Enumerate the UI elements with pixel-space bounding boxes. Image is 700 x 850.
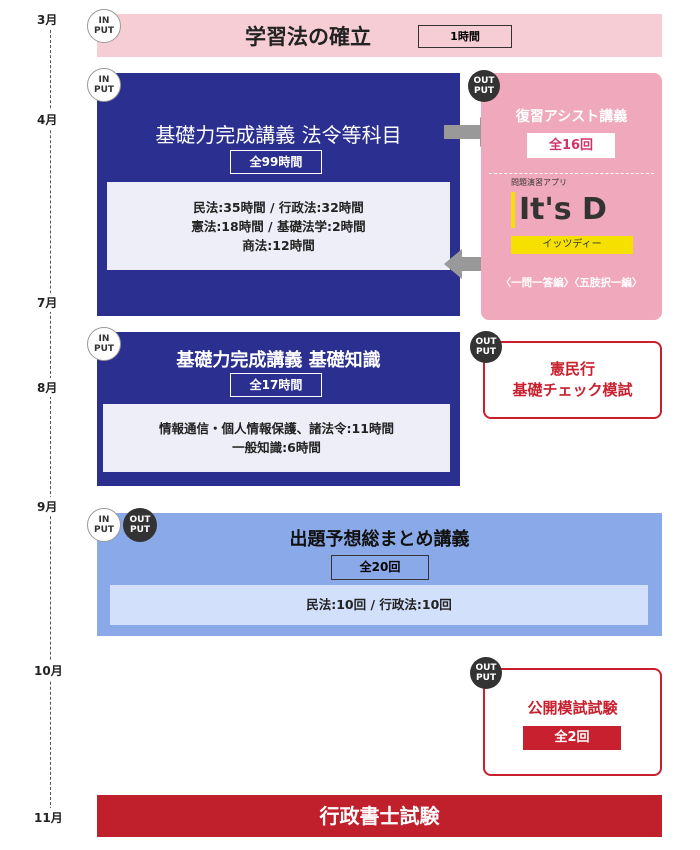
exam-line: 基礎チェック模試 — [512, 381, 633, 399]
month-label: 9月 — [37, 497, 58, 516]
public-mock-exam: 公開模試試験 全2回 — [483, 668, 662, 776]
exam-line: 憲民行 — [549, 360, 595, 378]
month-label: 11月 — [34, 808, 63, 827]
subject-line: 民法:35時間 / 行政法:32時間 — [193, 199, 364, 215]
stage-law-subjects: 基礎力完成講義 法令等科目 全99時間 民法:35時間 / 行政法:32時間 憲… — [97, 73, 460, 316]
subject-line: 憲法:18時間 / 基礎法学:2時間 — [191, 218, 366, 234]
arrow-left-icon — [444, 249, 498, 279]
stage-title: 学習法の確立 — [245, 25, 371, 49]
stage-title: 基礎力完成講義 法令等科目 — [155, 123, 402, 147]
month-label: 4月 — [37, 110, 58, 129]
review-title: 復習アシスト講義 — [515, 109, 628, 125]
review-panel: 復習アシスト講義 全16回 問題演習アプリ It's D イッツディー 〈一問一… — [481, 73, 662, 320]
month-label: 7月 — [37, 293, 58, 312]
subject-line: 商法:12時間 — [242, 237, 315, 253]
stage-study-method: 学習法の確立 1時間 — [97, 14, 662, 57]
stage-basic-knowledge: 基礎力完成講義 基礎知識 全17時間 情報通信・個人情報保護、諸法令:11時間 … — [97, 332, 460, 486]
subject-line: 情報通信・個人情報保護、諸法令:11時間 — [159, 421, 394, 436]
stage-title: 出題予想総まとめ講義 — [289, 529, 470, 550]
subject-line: 一般知識:6時間 — [232, 440, 321, 455]
exam-title: 公開模試試験 — [527, 699, 618, 717]
basic-check-exam: 憲民行 基礎チェック模試 — [483, 341, 662, 419]
review-count: 全16回 — [527, 133, 615, 158]
stage-title: 基礎力完成講義 基礎知識 — [176, 350, 381, 371]
app-logo: It's D — [511, 192, 607, 228]
exam-count: 全2回 — [523, 726, 621, 750]
app-editions: 〈一問一答編〉〈五肢択一編〉 — [500, 277, 643, 289]
total-hours-box: 全99時間 — [230, 150, 322, 174]
subject-breakdown: 情報通信・個人情報保護、諸法令:11時間 一般知識:6時間 — [103, 404, 450, 472]
month-label: 10月 — [34, 661, 63, 680]
final-exam-bar: 行政書士試験 — [97, 795, 662, 837]
total-sessions-box: 全20回 — [331, 555, 429, 580]
divider — [489, 173, 654, 174]
duration-box: 1時間 — [418, 25, 512, 48]
month-label: 3月 — [37, 10, 58, 29]
subject-breakdown: 民法:35時間 / 行政法:32時間 憲法:18時間 / 基礎法学:2時間 商法… — [107, 182, 450, 270]
timeline-line — [50, 30, 51, 810]
app-kana: イッツディー — [511, 236, 633, 254]
app-label: 問題演習アプリ — [511, 178, 567, 187]
month-label: 8月 — [37, 378, 58, 397]
subject-breakdown: 民法:10回 / 行政法:10回 — [110, 585, 648, 625]
stage-prediction-summary: 出題予想総まとめ講義 全20回 民法:10回 / 行政法:10回 — [97, 513, 662, 636]
total-hours-box: 全17時間 — [230, 373, 322, 397]
